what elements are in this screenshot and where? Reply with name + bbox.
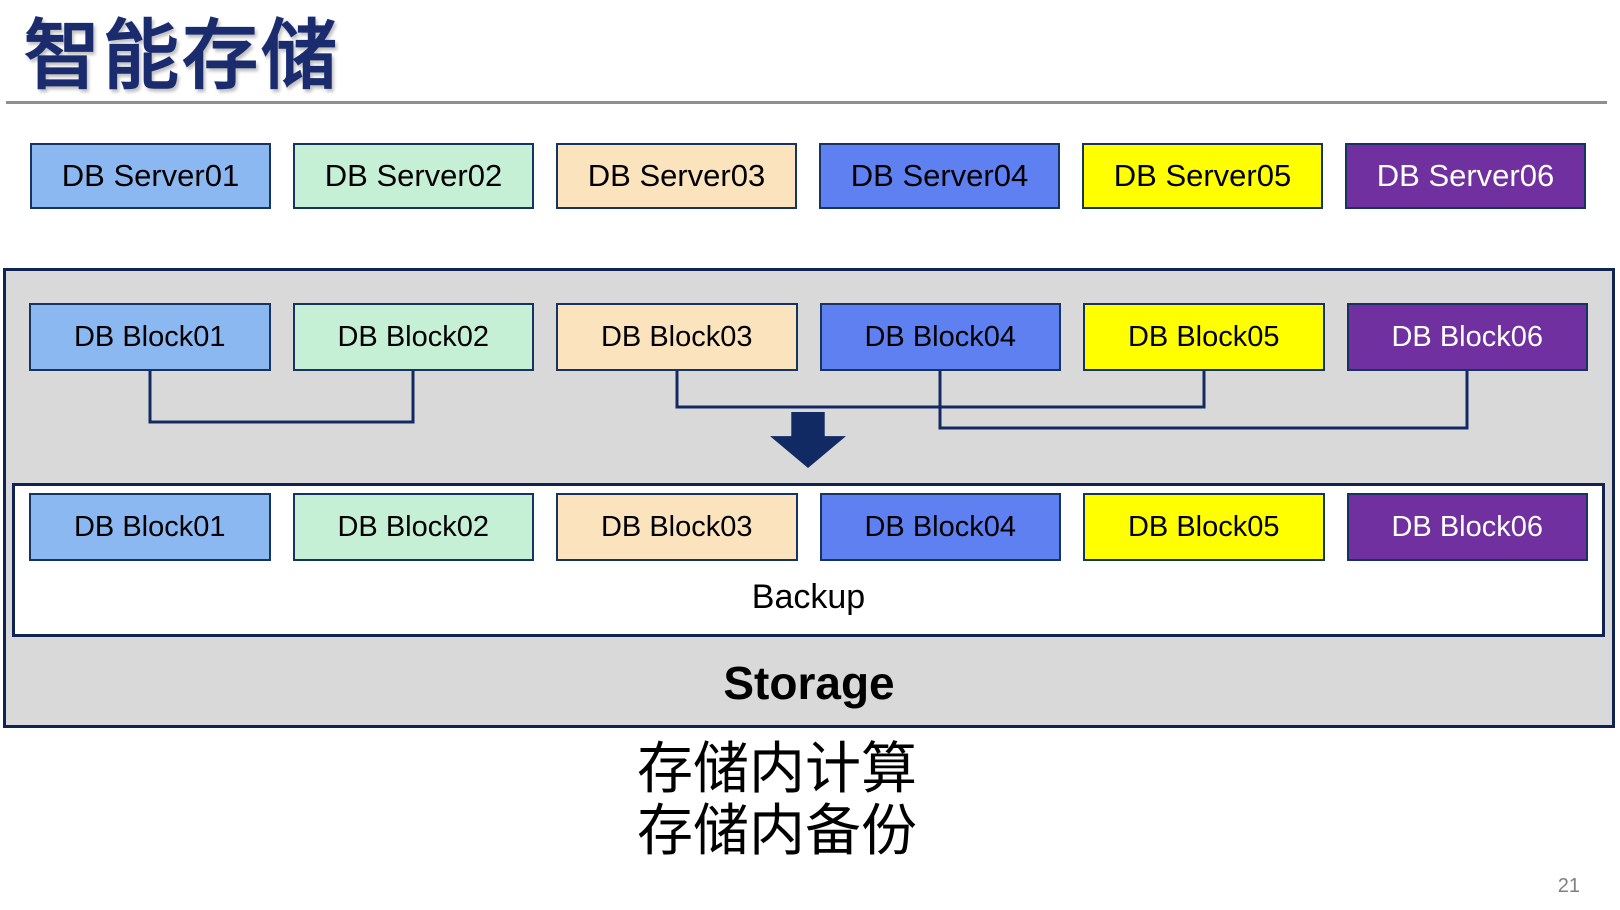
caption-line-1: 存储内计算 bbox=[637, 737, 917, 800]
page-title: 智能存储 bbox=[24, 14, 340, 99]
backup-label: Backup bbox=[751, 578, 866, 616]
server-box-db-server03: DB Server03 bbox=[556, 143, 797, 209]
server-box-db-server02: DB Server02 bbox=[293, 143, 534, 209]
server-box-db-server06: DB Server06 bbox=[1345, 143, 1586, 209]
block-top-db-block02: DB Block02 bbox=[292, 303, 534, 371]
storage-label: Storage bbox=[723, 656, 895, 709]
server-box-db-server05: DB Server05 bbox=[1082, 143, 1323, 209]
server-row: DB Server01 DB Server02 DB Server03 DB Serv… bbox=[30, 143, 1586, 209]
block-bottom-db-block01: DB Block01 bbox=[29, 493, 271, 561]
storage-container: DB Block01 DB Block02 DB Block03 DB Block04… bbox=[3, 268, 1615, 728]
db-block-row-top: DB Block01 DB Block02 DB Block03 DB Block04… bbox=[29, 303, 1588, 371]
backup-box: DB Block01 DB Block02 DB Block03 DB Block04… bbox=[12, 483, 1605, 637]
block-top-db-block04: DB Block04 bbox=[819, 303, 1061, 371]
block-bottom-db-block05: DB Block05 bbox=[1083, 493, 1325, 561]
block-bottom-db-block02: DB Block02 bbox=[292, 493, 534, 561]
caption: 存储内计算 存储内备份 bbox=[637, 738, 917, 862]
block-top-db-block03: DB Block03 bbox=[556, 303, 798, 371]
caption-line-2: 存储内备份 bbox=[637, 799, 917, 862]
server-box-db-server04: DB Server04 bbox=[819, 143, 1060, 209]
block-bottom-db-block04: DB Block04 bbox=[819, 493, 1061, 561]
title-underline bbox=[6, 101, 1607, 104]
page-number: 21 bbox=[1557, 875, 1580, 897]
connector-lines bbox=[148, 371, 1469, 430]
block-top-db-block05: DB Block05 bbox=[1083, 303, 1325, 371]
db-block-row-bottom: DB Block01 DB Block02 DB Block03 DB Block04… bbox=[29, 493, 1588, 561]
connector-1 bbox=[148, 371, 415, 424]
block-top-db-block01: DB Block01 bbox=[29, 303, 271, 371]
server-box-db-server01: DB Server01 bbox=[30, 143, 271, 209]
connector-3 bbox=[938, 371, 1469, 430]
block-bottom-db-block06: DB Block06 bbox=[1346, 493, 1588, 561]
block-bottom-db-block03: DB Block03 bbox=[556, 493, 798, 561]
block-top-db-block06: DB Block06 bbox=[1346, 303, 1588, 371]
